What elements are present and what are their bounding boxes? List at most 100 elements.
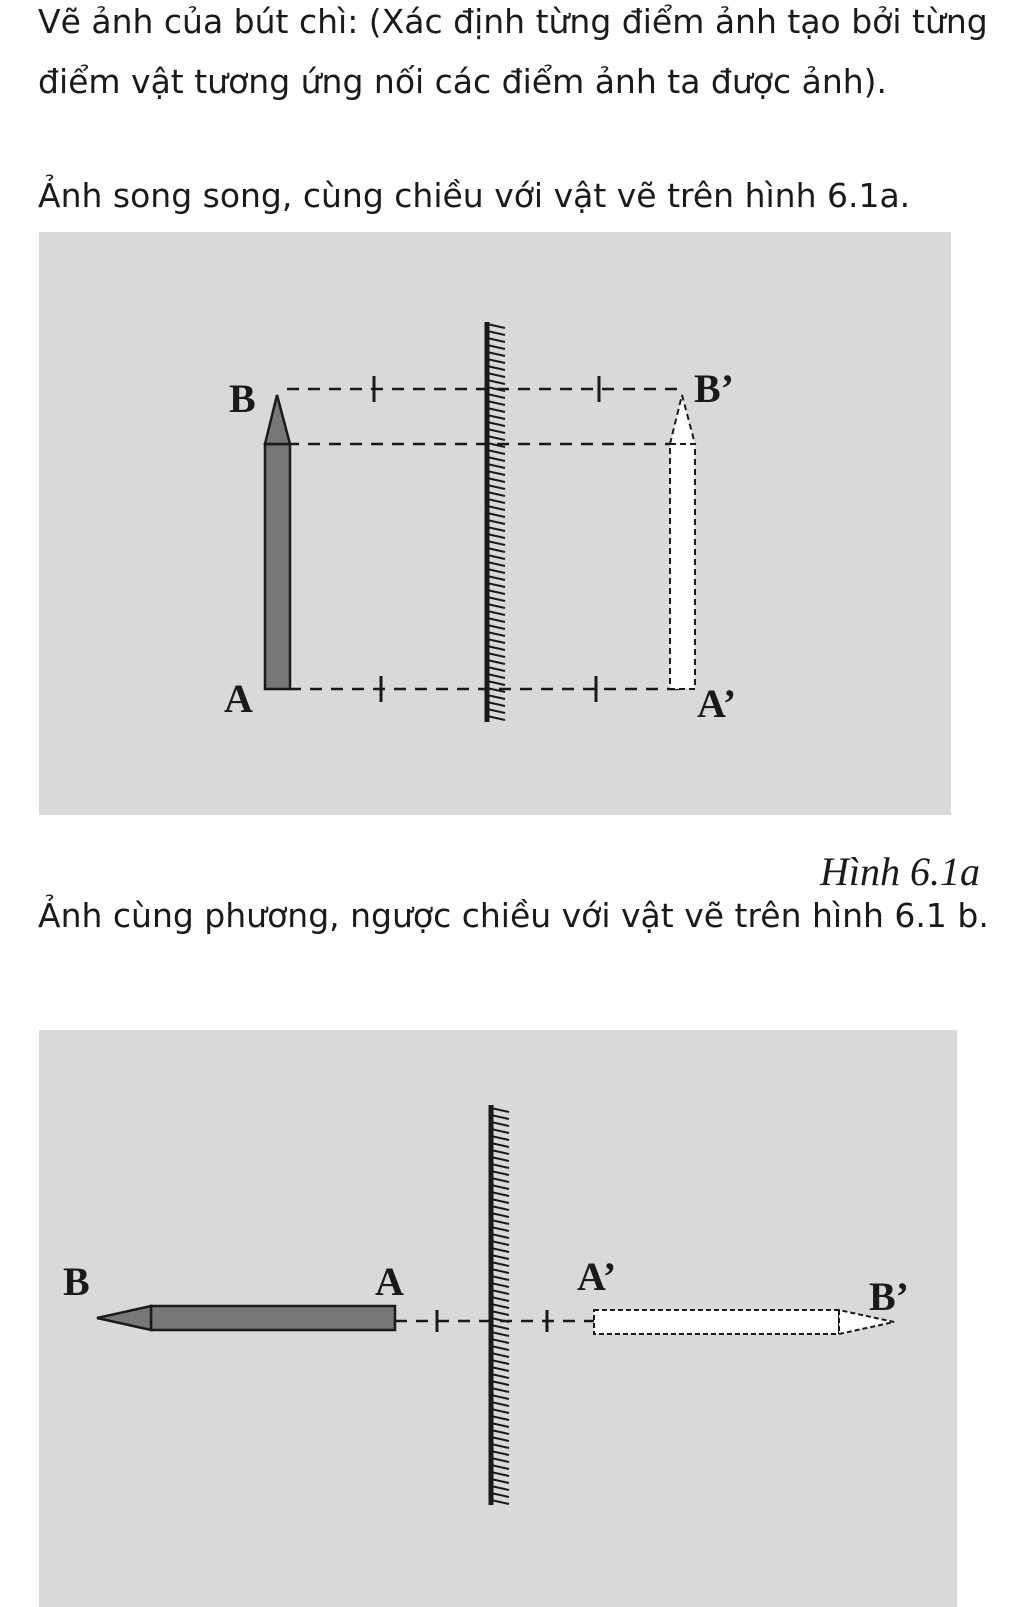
mirror-hatch-mark — [486, 393, 506, 399]
figure-6-1b-diagram: B A A’ B’ — [63, 1105, 909, 1505]
label-B-image: B’ — [869, 1274, 909, 1319]
mirror-hatch-mark — [490, 1422, 510, 1428]
mirror-hatch-mark — [486, 596, 506, 602]
label-A: A — [224, 676, 253, 721]
mirror-hatch-mark — [490, 1387, 510, 1393]
mirror-hatch-mark — [490, 1184, 510, 1190]
mirror-hatch-mark — [486, 666, 506, 672]
mirror-hatch-mark — [486, 498, 506, 504]
mirror-hatch-mark — [490, 1114, 510, 1120]
mirror-hatch-mark — [486, 701, 506, 707]
pencil-image — [593, 1308, 895, 1336]
mirror-hatch-mark — [490, 1373, 510, 1379]
mirror-hatch-mark — [490, 1247, 510, 1253]
mirror-hatch-mark — [490, 1212, 510, 1218]
mirror-hatch-mark — [490, 1345, 510, 1351]
mirror-hatch-mark — [486, 708, 506, 714]
mirror-hatch-mark — [490, 1331, 510, 1337]
mirror-hatch-mark — [490, 1275, 510, 1281]
mirror-hatch-mark — [490, 1499, 510, 1505]
pencil-object — [96, 1304, 397, 1332]
mirror-hatch-mark — [486, 617, 506, 623]
mirror-hatch-mark — [490, 1408, 510, 1414]
label-A-image: A’ — [697, 681, 736, 726]
mirror-hatch-mark — [490, 1205, 510, 1211]
mirror-hatch-mark — [490, 1394, 510, 1400]
mirror-hatch-mark — [486, 589, 506, 595]
mirror-hatch-mark — [490, 1121, 510, 1127]
mirror-hatch-mark — [490, 1380, 510, 1386]
mirror-hatch-mark — [490, 1436, 510, 1442]
mirror-hatch-mark — [490, 1429, 510, 1435]
plane-mirror — [488, 1105, 510, 1505]
mirror-hatch-mark — [486, 673, 506, 679]
mirror-hatch-mark — [486, 435, 506, 441]
mirror-hatch-mark — [490, 1282, 510, 1288]
mirror-hatch-mark — [490, 1366, 510, 1372]
label-A: A — [375, 1259, 404, 1304]
mirror-hatch-mark — [490, 1338, 510, 1344]
figure-caption-6-1a: Hình 6.1a — [820, 849, 980, 894]
mirror-hatch-mark — [486, 519, 506, 525]
mirror-hatch-mark — [490, 1471, 510, 1477]
mirror-hatch-mark — [486, 624, 506, 630]
mirror-hatch-mark — [490, 1177, 510, 1183]
mirror-hatch-mark — [490, 1240, 510, 1246]
mirror-hatch-mark — [490, 1303, 510, 1309]
mirror-hatch-mark — [490, 1156, 510, 1162]
mirror-hatch-mark — [486, 603, 506, 609]
mirror-hatch-mark — [490, 1401, 510, 1407]
mirror-hatch-mark — [486, 575, 506, 581]
equal-distance-ticks — [435, 1310, 549, 1332]
mirror-hatch-mark — [490, 1135, 510, 1141]
figure-6-1a-diagram: B A B’ A’ — [224, 322, 736, 726]
mirror-hatch-mark — [486, 379, 506, 385]
mirror-hatch-mark — [486, 547, 506, 553]
plane-mirror — [484, 322, 506, 722]
mirror-hatch-mark — [486, 351, 506, 357]
pencil-object — [263, 394, 292, 691]
mirror-hatch-mark — [486, 407, 506, 413]
mirror-hatch-mark — [486, 414, 506, 420]
figure-6-1b: B A A’ B’ — [39, 1030, 957, 1607]
mirror-hatch-mark — [486, 358, 506, 364]
mirror-hatch-mark — [490, 1226, 510, 1232]
mirror-hatch-mark — [486, 561, 506, 567]
figure-6-1a: B A B’ A’ — [39, 232, 951, 815]
mirror-hatch-mark — [490, 1233, 510, 1239]
mirror-hatch-mark — [490, 1464, 510, 1470]
mirror-hatch-mark — [486, 456, 506, 462]
mirror-hatch-mark — [486, 400, 506, 406]
paragraph-figure-a: Ảnh song song, cùng chiều với vật vẽ trê… — [38, 176, 911, 215]
mirror-hatch-mark — [490, 1450, 510, 1456]
pencil-image — [668, 394, 697, 690]
mirror-hatch-mark — [490, 1149, 510, 1155]
mirror-hatch-mark — [490, 1324, 510, 1330]
mirror-hatch-mark — [490, 1310, 510, 1316]
mirror-hatch-mark — [486, 449, 506, 455]
paragraph-figure-b: Ảnh cùng phương, ngược chiều với vật vẽ … — [38, 896, 989, 935]
label-B-image: B’ — [694, 366, 734, 411]
mirror-hatch-mark — [486, 477, 506, 483]
mirror-hatch-mark — [490, 1254, 510, 1260]
mirror-hatch-mark — [486, 694, 506, 700]
mirror-hatch-mark — [486, 421, 506, 427]
mirror-hatch-mark — [490, 1492, 510, 1498]
mirror-hatch-mark — [486, 540, 506, 546]
mirror-hatch-mark — [486, 652, 506, 658]
mirror-hatch-mark — [490, 1107, 510, 1113]
mirror-hatch-mark — [486, 491, 506, 497]
mirror-hatch-mark — [490, 1268, 510, 1274]
mirror-hatch-mark — [490, 1128, 510, 1134]
mirror-hatch-mark — [486, 610, 506, 616]
mirror-hatch-mark — [486, 428, 506, 434]
mirror-hatch-mark — [486, 337, 506, 343]
mirror-hatch-mark — [486, 442, 506, 448]
mirror-hatch-mark — [486, 582, 506, 588]
mirror-hatch-mark — [486, 680, 506, 686]
mirror-hatch-mark — [490, 1198, 510, 1204]
mirror-hatch-mark — [486, 463, 506, 469]
label-B: B — [63, 1259, 90, 1304]
equal-distance-ticks — [372, 376, 601, 702]
mirror-hatch-mark — [486, 554, 506, 560]
